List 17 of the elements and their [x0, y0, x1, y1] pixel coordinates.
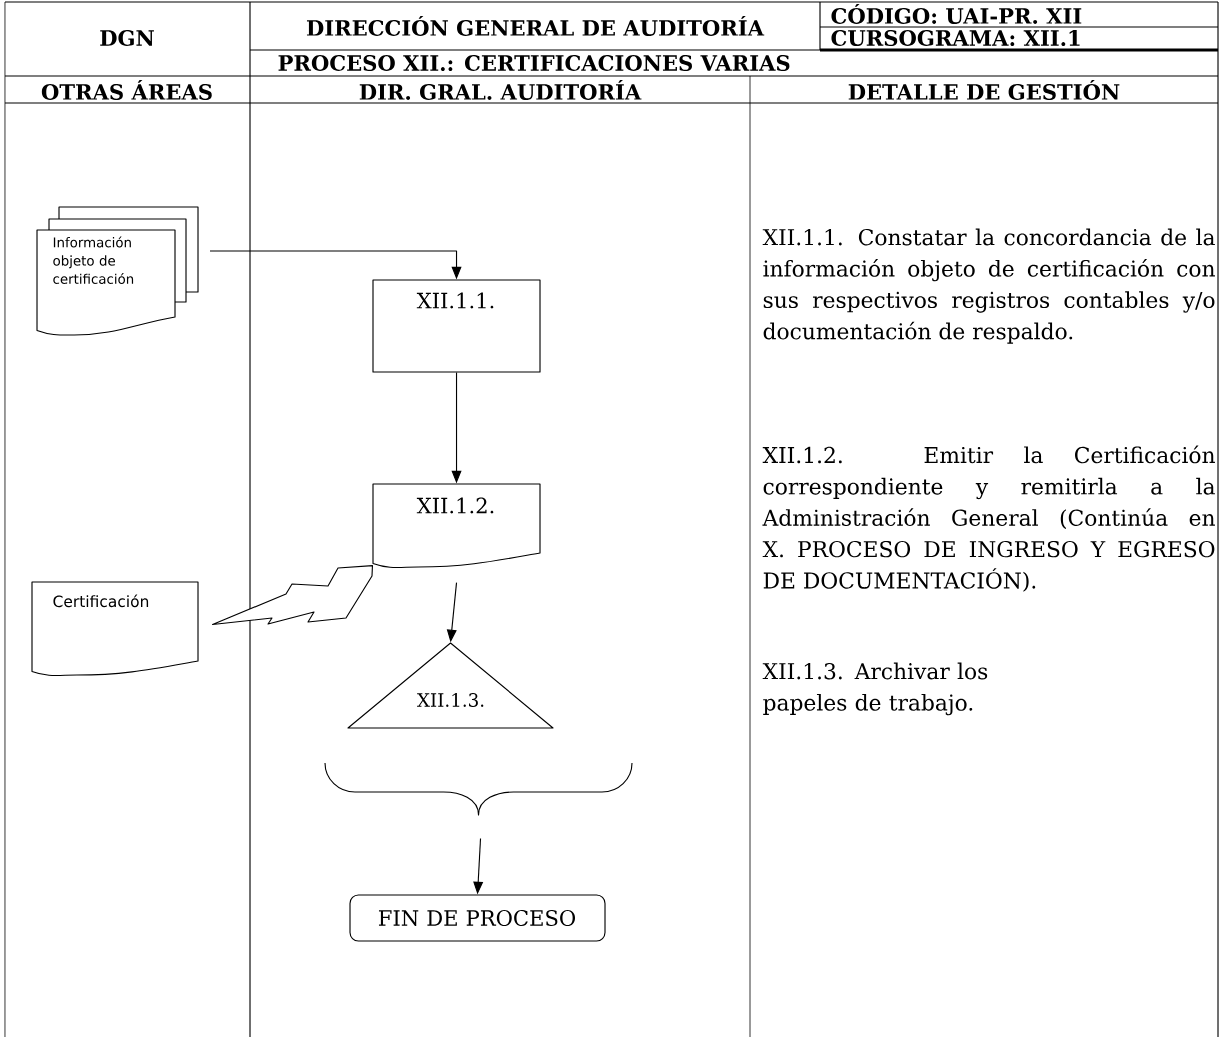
step-description: XII.1.3. Archivar los papeles de trabajo. — [762, 662, 988, 716]
step-description: XII.1.2. Emitir la Certificación correspondiente y remitirla a la Administración General (Continúa en X. PROCESO DE INGRESO Y EGRESO DE DOCUMENTACIÓN). — [762, 445, 1215, 592]
document-stack: Información objeto de certificación — [36, 206, 199, 336]
header-text: PROCESO XII.: CERTIFICACIONES VARIAS — [278, 55, 790, 71]
header-text: DIRECCIÓN GENERAL DE AUDITORÍA — [306, 16, 765, 36]
column-heading: DETALLE DE GESTIÓN — [848, 80, 1120, 100]
archive-triangle: XII.1.3. — [347, 642, 554, 729]
brace — [324, 762, 633, 816]
step-description: XII.1.1. Constatar la concordancia de la información objeto de certificación con sus respectivos registros contables y/o documentación de respaldo. — [762, 228, 1215, 344]
column-heading: OTRAS ÁREAS — [41, 80, 212, 100]
lightning-connector — [212, 565, 373, 626]
header-text: DGN — [100, 30, 154, 46]
header-text: CÓDIGO: UAI-PR. XII — [831, 4, 1082, 24]
process-box: XII.1.1. — [372, 279, 541, 373]
terminator-box: FIN DE PROCESO — [349, 894, 606, 942]
column-heading: DIR. GRAL. AUDITORÍA — [359, 80, 642, 100]
header-text: CURSOGRAMA: XII.1 — [831, 30, 1080, 46]
